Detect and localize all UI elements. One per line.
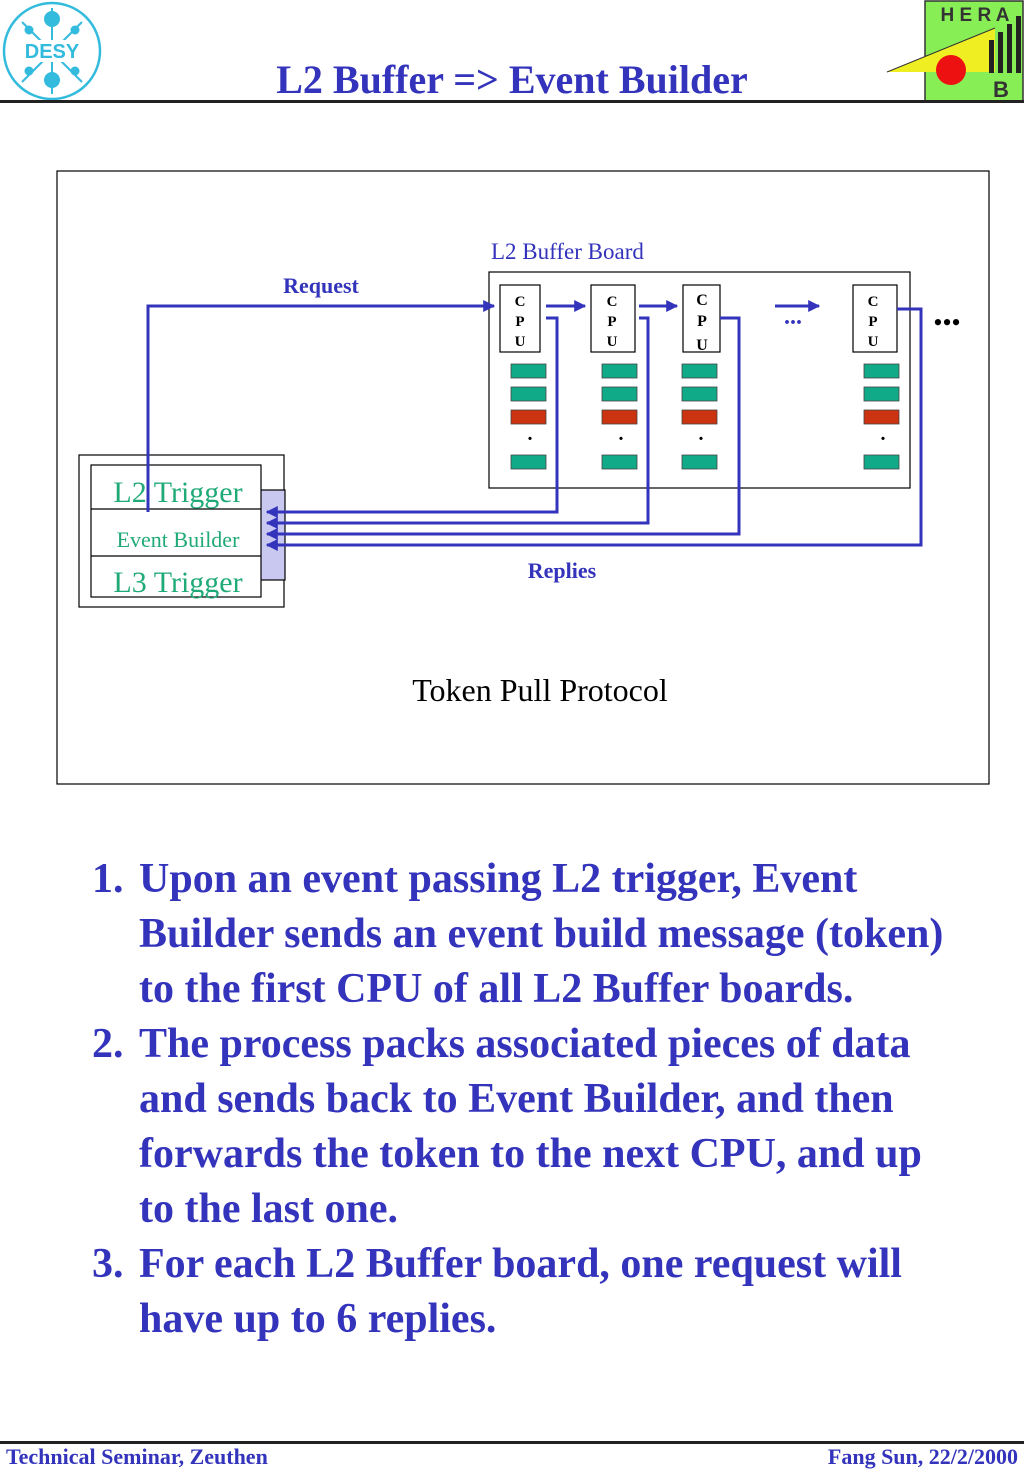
memory-block — [601, 386, 638, 402]
cpu-box — [852, 284, 898, 353]
step-number: 3. — [92, 1241, 124, 1287]
footer-right: Fang Sun, 22/2/2000 — [827, 1444, 1018, 1469]
request-arrow — [146, 300, 496, 512]
cpu-ellipsis: ... — [784, 304, 802, 330]
memory-gap-dot: . — [528, 423, 533, 445]
l3-trigger-label: L3 Trigger — [113, 566, 242, 599]
cpu-letter: P — [607, 314, 616, 330]
memory-block-active — [863, 409, 900, 425]
memory-block — [681, 363, 718, 379]
step-item: 3. For each L2 Buffer board, one request … — [92, 1237, 952, 1347]
desy-logo: DESY — [2, 1, 102, 101]
cpu-box — [590, 284, 636, 353]
memory-block — [510, 363, 547, 379]
memory-block-active — [510, 409, 547, 425]
step-text: For each L2 Buffer board, one request wi… — [139, 1241, 902, 1342]
cpu-letter: C — [515, 294, 526, 310]
more-boards-ellipsis: ••• — [933, 308, 960, 337]
cpu-3: C P U . — [681, 284, 721, 470]
desy-logo-text: DESY — [25, 41, 80, 63]
memory-block — [510, 454, 547, 470]
reply-arrow — [265, 316, 559, 518]
cpu-letter: U — [607, 334, 618, 350]
cpu-1: C P U . — [499, 284, 547, 470]
diagram-frame — [56, 170, 990, 785]
cpu-box — [499, 284, 541, 353]
memory-gap-dot: . — [881, 423, 886, 445]
hera-logo-text: H E R A — [941, 5, 1010, 26]
reply-arrow — [265, 307, 923, 551]
memory-block-active — [601, 409, 638, 425]
l2-buffer-board-label: L2 Buffer Board — [491, 239, 644, 264]
memory-gap-dot: . — [699, 423, 704, 445]
request-label: Request — [283, 273, 359, 298]
step-text: Upon an event passing L2 trigger, Event … — [139, 856, 944, 1012]
step-item: 2. The process packs associated pieces of… — [92, 1017, 952, 1237]
cpu-2: C P U . — [590, 284, 638, 470]
cpu-letter: P — [515, 314, 524, 330]
event-builder-label: Event Builder — [117, 527, 240, 552]
steps-list: 1. Upon an event passing L2 trigger, Even… — [92, 852, 952, 1347]
diagram-caption: Token Pull Protocol — [412, 672, 668, 708]
cpu-last: C P U . — [852, 284, 900, 470]
replies-label: Replies — [528, 558, 597, 583]
reply-arrow — [265, 316, 650, 529]
memory-block — [863, 386, 900, 402]
memory-gap-dot: . — [619, 423, 624, 445]
cpu-letter: U — [515, 334, 526, 350]
memory-block — [863, 454, 900, 470]
l2-buffer-board — [488, 271, 911, 489]
header-rule — [0, 100, 1024, 103]
cpu-letter: C — [607, 294, 618, 310]
footer-rule — [0, 1441, 1024, 1444]
l2-trigger-label: L2 Trigger — [113, 476, 242, 509]
trigger-stack — [90, 464, 262, 598]
memory-block — [681, 454, 718, 470]
reply-arrow — [265, 316, 741, 540]
step-number: 1. — [92, 856, 124, 902]
memory-block — [510, 386, 547, 402]
cpu-letter: C — [868, 294, 879, 310]
cpu-letter: P — [697, 313, 707, 330]
cpu-box — [682, 284, 721, 353]
step-item: 1. Upon an event passing L2 trigger, Even… — [92, 852, 952, 1017]
step-number: 2. — [92, 1021, 124, 1067]
memory-block — [601, 363, 638, 379]
memory-block — [863, 363, 900, 379]
step-text: The process packs associated pieces of d… — [139, 1021, 922, 1232]
footer-left: Technical Seminar, Zeuthen — [6, 1444, 268, 1469]
memory-block-active — [681, 409, 718, 425]
cpu-letter: C — [696, 292, 708, 309]
slide-title: L2 Buffer => Event Builder — [276, 57, 748, 102]
memory-block — [681, 386, 718, 402]
cpu-letter: U — [696, 337, 708, 354]
memory-block — [601, 454, 638, 470]
hera-b-logo-letter: B — [993, 77, 1009, 102]
token-pull-diagram: L2 Buffer Board C P U . C P U . C P U . — [56, 170, 990, 785]
cpu-letter: U — [868, 334, 879, 350]
hera-b-logo: H E R A B — [886, 0, 1024, 102]
cpu-letter: P — [868, 314, 877, 330]
